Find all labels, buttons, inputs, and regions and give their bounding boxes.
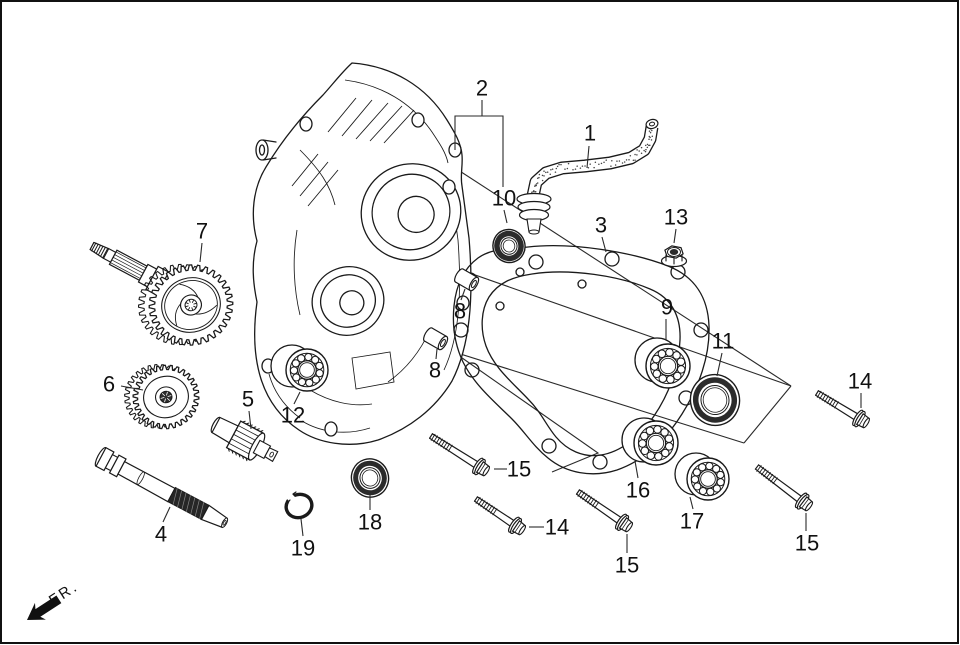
bearing-16 <box>621 417 679 466</box>
pinion-shaft <box>210 416 279 463</box>
oil-seal-18 <box>350 458 390 498</box>
flange-bolt-14-right <box>815 390 870 429</box>
part-label-2: 2 <box>476 76 488 101</box>
drive-shaft <box>94 446 229 529</box>
case-hatching <box>291 97 415 207</box>
fr-direction-indicator: FR. <box>27 578 82 620</box>
tube-grommet <box>516 192 552 235</box>
bearing-9 <box>634 337 691 389</box>
part-label-4: 4 <box>155 522 167 547</box>
final-gear <box>137 263 234 346</box>
part-label-18: 18 <box>358 510 382 535</box>
part-label-15: 15 <box>795 531 819 556</box>
case-main-bore <box>360 163 462 261</box>
flange-bolt-15-right <box>754 464 814 512</box>
case-lower-bore <box>311 266 385 336</box>
part-label-15: 15 <box>615 553 639 578</box>
flange-bolt-15-mid <box>575 489 634 533</box>
flange-bolt-14-mid <box>473 496 527 536</box>
part-label-7: 7 <box>196 219 208 244</box>
counter-gear <box>124 364 200 430</box>
part-label-17: 17 <box>680 509 704 534</box>
oil-seal-10 <box>492 228 526 264</box>
part-label-6: 6 <box>103 372 115 397</box>
part-label-1: 1 <box>584 121 596 146</box>
snap-ring <box>283 490 314 520</box>
case-shaft-boss <box>255 139 277 161</box>
flange-bolt-15-left <box>429 433 490 477</box>
breather-tube <box>516 118 659 235</box>
bearing-17 <box>674 452 730 501</box>
dowel-pin-lower <box>423 327 449 351</box>
part-label-3: 3 <box>595 213 607 238</box>
flange-nut <box>660 245 688 268</box>
cover-gasket <box>452 245 710 475</box>
part-label-8: 8 <box>454 299 466 324</box>
part-label-10: 10 <box>492 186 516 211</box>
part-label-11: 11 <box>712 329 735 354</box>
part-label-5: 5 <box>242 387 254 412</box>
transmission-case-cover <box>252 62 472 445</box>
part-label-19: 19 <box>291 536 315 561</box>
part-label-14: 14 <box>545 515 569 540</box>
final-shaft <box>89 241 170 296</box>
dowel-pin-upper <box>454 268 480 292</box>
fr-label: FR. <box>46 578 82 610</box>
fr-arrow-icon <box>27 595 62 620</box>
part-label-13: 13 <box>664 205 688 230</box>
part-label-9: 9 <box>661 295 673 320</box>
oil-seal-11 <box>689 373 741 427</box>
part-label-16: 16 <box>626 478 650 503</box>
bearing-12 <box>270 344 329 392</box>
part-label-15: 15 <box>507 457 531 482</box>
case-bolt-holes <box>261 112 470 437</box>
assembly-lines <box>351 165 792 473</box>
part-label-8: 8 <box>429 358 441 383</box>
part-label-14: 14 <box>848 369 872 394</box>
part-label-12: 12 <box>281 403 305 428</box>
